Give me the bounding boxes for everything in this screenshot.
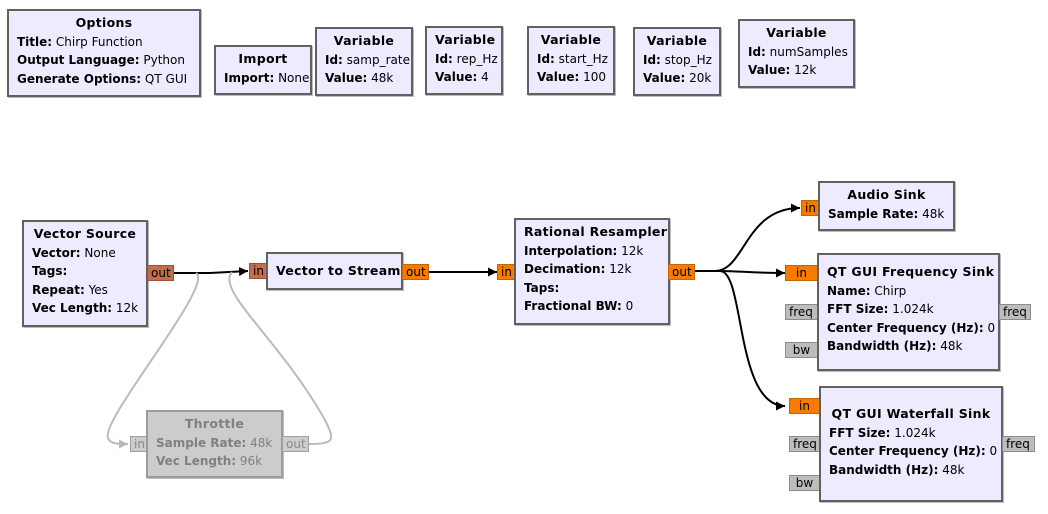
block-title: Variable bbox=[333, 33, 395, 48]
param-vector: Vector: None bbox=[32, 245, 116, 260]
throttle-block[interactable]: Throttle Sample Rate: 48k Vec Length: 96… bbox=[146, 410, 283, 478]
param-repeat: Repeat: Yes bbox=[32, 282, 108, 297]
param-bandwidth: Bandwidth (Hz): 48k bbox=[827, 339, 963, 353]
block-title: QT GUI Waterfall Sink bbox=[831, 406, 991, 421]
block-title: Vector Source bbox=[33, 226, 137, 241]
variable-rep-hz[interactable]: Variable Id: rep_Hz Value: 4 bbox=[425, 26, 503, 95]
freq-sink-in-port[interactable]: in bbox=[785, 265, 818, 281]
variable-samp-rate[interactable]: Variable Id: samp_rate Value: 48k bbox=[315, 27, 413, 96]
variable-numsamples[interactable]: Variable Id: numSamples Value: 12k bbox=[738, 19, 855, 88]
waterfall-sink-freq-out-port[interactable]: freq bbox=[1002, 436, 1035, 452]
param-value: Value: 4 bbox=[435, 70, 489, 84]
freq-sink-bw-port[interactable]: bw bbox=[785, 342, 818, 358]
param-center-frequency: Center Frequency (Hz): 0 bbox=[827, 320, 996, 335]
param-id: Id: rep_Hz bbox=[435, 51, 498, 66]
param-id: Id: numSamples bbox=[748, 44, 848, 59]
freq-sink-freq-in-port[interactable]: freq bbox=[785, 304, 818, 320]
param-fft-size: FFT Size: 1.024k bbox=[827, 302, 934, 316]
rational-resampler-block[interactable]: Rational Resampler Interpolation: 12k De… bbox=[514, 218, 670, 325]
param-interpolation: Interpolation: 12k bbox=[524, 243, 644, 258]
block-title: Variable bbox=[646, 33, 708, 48]
param-generate-options: Generate Options: QT GUI bbox=[17, 71, 188, 86]
param-taps: Taps: bbox=[524, 280, 560, 295]
wire-vecsource-to-vec2stream[interactable] bbox=[174, 266, 249, 276]
block-title: Vector to Stream bbox=[276, 263, 401, 278]
block-title: QT GUI Frequency Sink bbox=[827, 264, 995, 279]
param-fractional-bw: Fractional BW: 0 bbox=[524, 299, 634, 313]
block-title: Variable bbox=[766, 25, 827, 40]
qt-gui-frequency-sink-block[interactable]: QT GUI Frequency Sink Name: Chirp FFT Si… bbox=[817, 253, 1000, 371]
param-bandwidth: Bandwidth (Hz): 48k bbox=[829, 462, 965, 477]
resampler-in-port[interactable]: in bbox=[497, 264, 515, 280]
param-sample-rate: Sample Rate: 48k bbox=[156, 435, 273, 450]
vec2stream-in-port[interactable]: in bbox=[249, 263, 267, 279]
param-id: Id: start_Hz bbox=[537, 51, 608, 66]
vec2stream-out-port[interactable]: out bbox=[402, 264, 429, 280]
block-title: Audio Sink bbox=[847, 187, 926, 202]
options-block[interactable]: Options Title: Chirp Function Output Lan… bbox=[7, 9, 201, 97]
throttle-out-port[interactable]: out bbox=[282, 436, 309, 452]
vector-source-block[interactable]: Vector Source Vector: None Tags: Repeat:… bbox=[22, 220, 148, 327]
audio-sink-block[interactable]: Audio Sink Sample Rate: 48k bbox=[818, 181, 955, 231]
param-value: Value: 48k bbox=[325, 71, 394, 85]
param-output-language: Output Language: Python bbox=[17, 53, 185, 67]
block-title: Rational Resampler bbox=[524, 224, 668, 239]
block-title: Options bbox=[75, 15, 133, 30]
resampler-out-port[interactable]: out bbox=[668, 264, 695, 280]
block-title: Variable bbox=[540, 32, 602, 47]
param-tags: Tags: bbox=[32, 264, 68, 278]
param-id: Id: samp_rate bbox=[325, 52, 410, 67]
param-title: Title: Chirp Function bbox=[17, 34, 143, 49]
wire-resampler-to-waterfall[interactable] bbox=[695, 270, 786, 411]
param-value: Value: 100 bbox=[537, 70, 607, 84]
waterfall-sink-bw-port[interactable]: bw bbox=[789, 475, 820, 491]
block-title: Import bbox=[238, 51, 288, 66]
vector-source-out-port[interactable]: out bbox=[147, 265, 174, 281]
block-title: Throttle bbox=[184, 416, 245, 431]
waterfall-sink-in-port[interactable]: in bbox=[789, 398, 820, 414]
freq-sink-freq-out-port[interactable]: freq bbox=[999, 304, 1031, 320]
block-title: Variable bbox=[435, 32, 496, 47]
audio-sink-in-port[interactable]: in bbox=[801, 200, 819, 216]
param-decimation: Decimation: 12k bbox=[524, 262, 632, 276]
param-name: Name: Chirp bbox=[827, 283, 907, 298]
param-vec-length: Vec Length: 12k bbox=[32, 301, 139, 315]
variable-stop-hz[interactable]: Variable Id: stop_Hz Value: 20k bbox=[633, 27, 721, 96]
vector-to-stream-block[interactable]: Vector to Stream bbox=[266, 252, 403, 290]
qt-gui-waterfall-sink-block[interactable]: QT GUI Waterfall Sink FFT Size: 1.024k C… bbox=[819, 386, 1003, 502]
param-vec-length: Vec Length: 96k bbox=[156, 454, 263, 468]
wire-resampler-to-audio[interactable] bbox=[695, 203, 801, 272]
param-value: Value: 20k bbox=[643, 71, 712, 85]
param-fft-size: FFT Size: 1.024k bbox=[829, 425, 936, 440]
param-center-frequency: Center Frequency (Hz): 0 bbox=[829, 444, 998, 458]
waterfall-sink-freq-in-port[interactable]: freq bbox=[789, 436, 820, 452]
param-sample-rate: Sample Rate: 48k bbox=[828, 206, 945, 221]
param-value: Value: 12k bbox=[748, 63, 817, 77]
wire-resampler-to-freqsink[interactable] bbox=[695, 268, 786, 278]
param-id: Id: stop_Hz bbox=[643, 52, 712, 67]
import-block[interactable]: Import Import: None bbox=[214, 45, 312, 95]
param-import: Import: None bbox=[224, 70, 310, 85]
variable-start-hz[interactable]: Variable Id: start_Hz Value: 100 bbox=[527, 26, 615, 95]
